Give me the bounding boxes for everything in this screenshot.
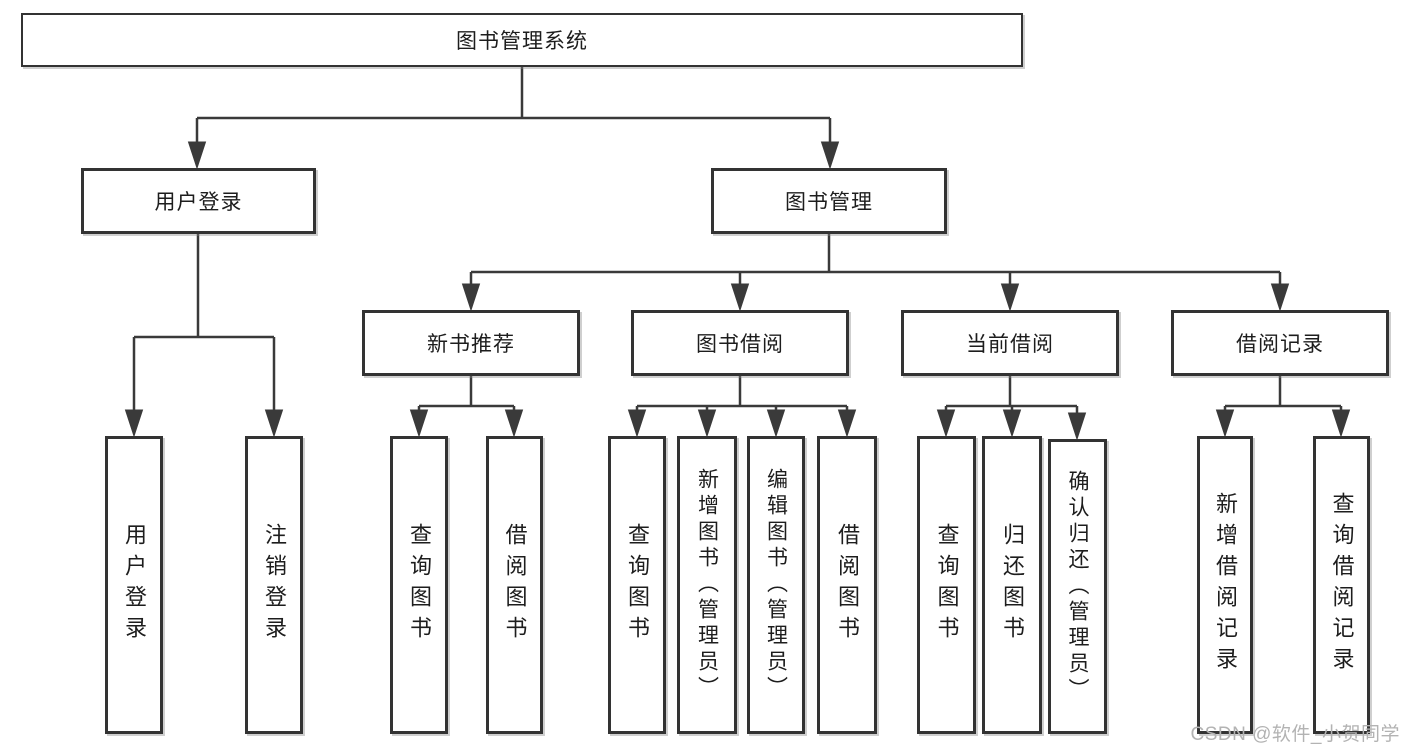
leaf-borrow-borrow-books: 借阅图书: [817, 436, 877, 734]
connector-current-borrow-to-leaves: [936, 376, 1087, 441]
arrow-down-icon: [936, 409, 956, 438]
arrow-down-icon: [1215, 409, 1235, 438]
node-label: 新书推荐: [427, 333, 515, 356]
arrow-down-icon: [124, 409, 144, 438]
node-borrow-records: 借阅记录: [1171, 310, 1389, 376]
connector-new-book-recommend-to-leaves: [409, 376, 524, 438]
node-label: 注销登录: [262, 523, 287, 647]
node-label: 借阅图书: [502, 523, 528, 647]
connector-book-management-to-level3: [461, 234, 1290, 312]
leaf-new-book-query-books: 查询图书: [390, 436, 448, 734]
connector-borrow-records-to-leaves: [1215, 376, 1351, 438]
node-label: 确认归还（管理员）: [1066, 469, 1089, 704]
node-label: 借阅记录: [1236, 333, 1324, 356]
node-book-borrow: 图书借阅: [631, 310, 849, 376]
node-label: 查询图书: [625, 523, 650, 647]
node-label: 图书管理: [785, 191, 873, 214]
node-label: 当前借阅: [966, 333, 1054, 356]
leaf-new-book-borrow-books: 借阅图书: [486, 436, 543, 734]
arrow-down-icon: [837, 409, 857, 438]
node-label: 新增借阅记录: [1213, 492, 1238, 678]
csdn-watermark: CSDN @软件_小贺同学: [1190, 724, 1400, 745]
node-current-borrow: 当前借阅: [901, 310, 1119, 376]
node-label: 用户登录: [122, 523, 147, 647]
leaf-current-confirm-return-admin: 确认归还（管理员）: [1048, 439, 1107, 734]
arrow-down-icon: [697, 409, 717, 438]
connector-book-borrow-to-leaves: [627, 376, 857, 438]
node-user-login: 用户登录: [81, 168, 316, 234]
node-label: 归还图书: [1000, 523, 1025, 647]
connector-root-to-level2: [187, 67, 840, 170]
node-label: 编辑图书（管理员）: [764, 468, 788, 702]
node-book-management: 图书管理: [711, 168, 947, 234]
node-new-book-recommend: 新书推荐: [362, 310, 580, 376]
arrow-down-icon: [1002, 409, 1022, 438]
arrow-down-icon: [766, 409, 786, 438]
arrow-down-icon: [461, 283, 481, 312]
node-library-management-system: 图书管理系统: [21, 13, 1023, 67]
node-label: 用户登录: [154, 191, 243, 214]
arrow-down-icon: [730, 283, 750, 312]
node-label: 新增图书（管理员）: [695, 468, 719, 702]
leaf-current-return-books: 归还图书: [982, 436, 1042, 734]
leaf-borrow-query-books: 查询图书: [608, 436, 666, 734]
leaf-borrow-add-books-admin: 新增图书（管理员）: [677, 436, 737, 734]
arrow-down-icon: [627, 409, 647, 438]
node-label: 借阅图书: [835, 523, 860, 647]
leaf-current-query-books: 查询图书: [917, 436, 976, 734]
arrow-down-icon: [1067, 412, 1087, 441]
node-label: 查询图书: [934, 523, 960, 647]
arrow-down-icon: [409, 409, 429, 438]
arrow-down-icon: [264, 409, 284, 438]
arrow-down-icon: [1270, 283, 1290, 312]
node-label: 图书借阅: [696, 333, 784, 356]
leaf-record-add-borrow-record: 新增借阅记录: [1197, 436, 1253, 734]
connector-user-login-to-leaves: [124, 234, 284, 438]
arrow-down-icon: [820, 141, 840, 170]
leaf-borrow-edit-books-admin: 编辑图书（管理员）: [747, 436, 805, 734]
node-label: 图书管理系统: [456, 30, 588, 53]
leaf-logout: 注销登录: [245, 436, 303, 734]
leaf-record-query-borrow-record: 查询借阅记录: [1313, 436, 1370, 734]
arrow-down-icon: [1331, 409, 1351, 438]
arrow-down-icon: [1000, 283, 1020, 312]
arrow-down-icon: [504, 409, 524, 438]
node-label: 查询图书: [407, 523, 432, 647]
node-label: 查询借阅记录: [1329, 492, 1355, 678]
arrow-down-icon: [187, 141, 207, 170]
leaf-user-login: 用户登录: [105, 436, 163, 734]
